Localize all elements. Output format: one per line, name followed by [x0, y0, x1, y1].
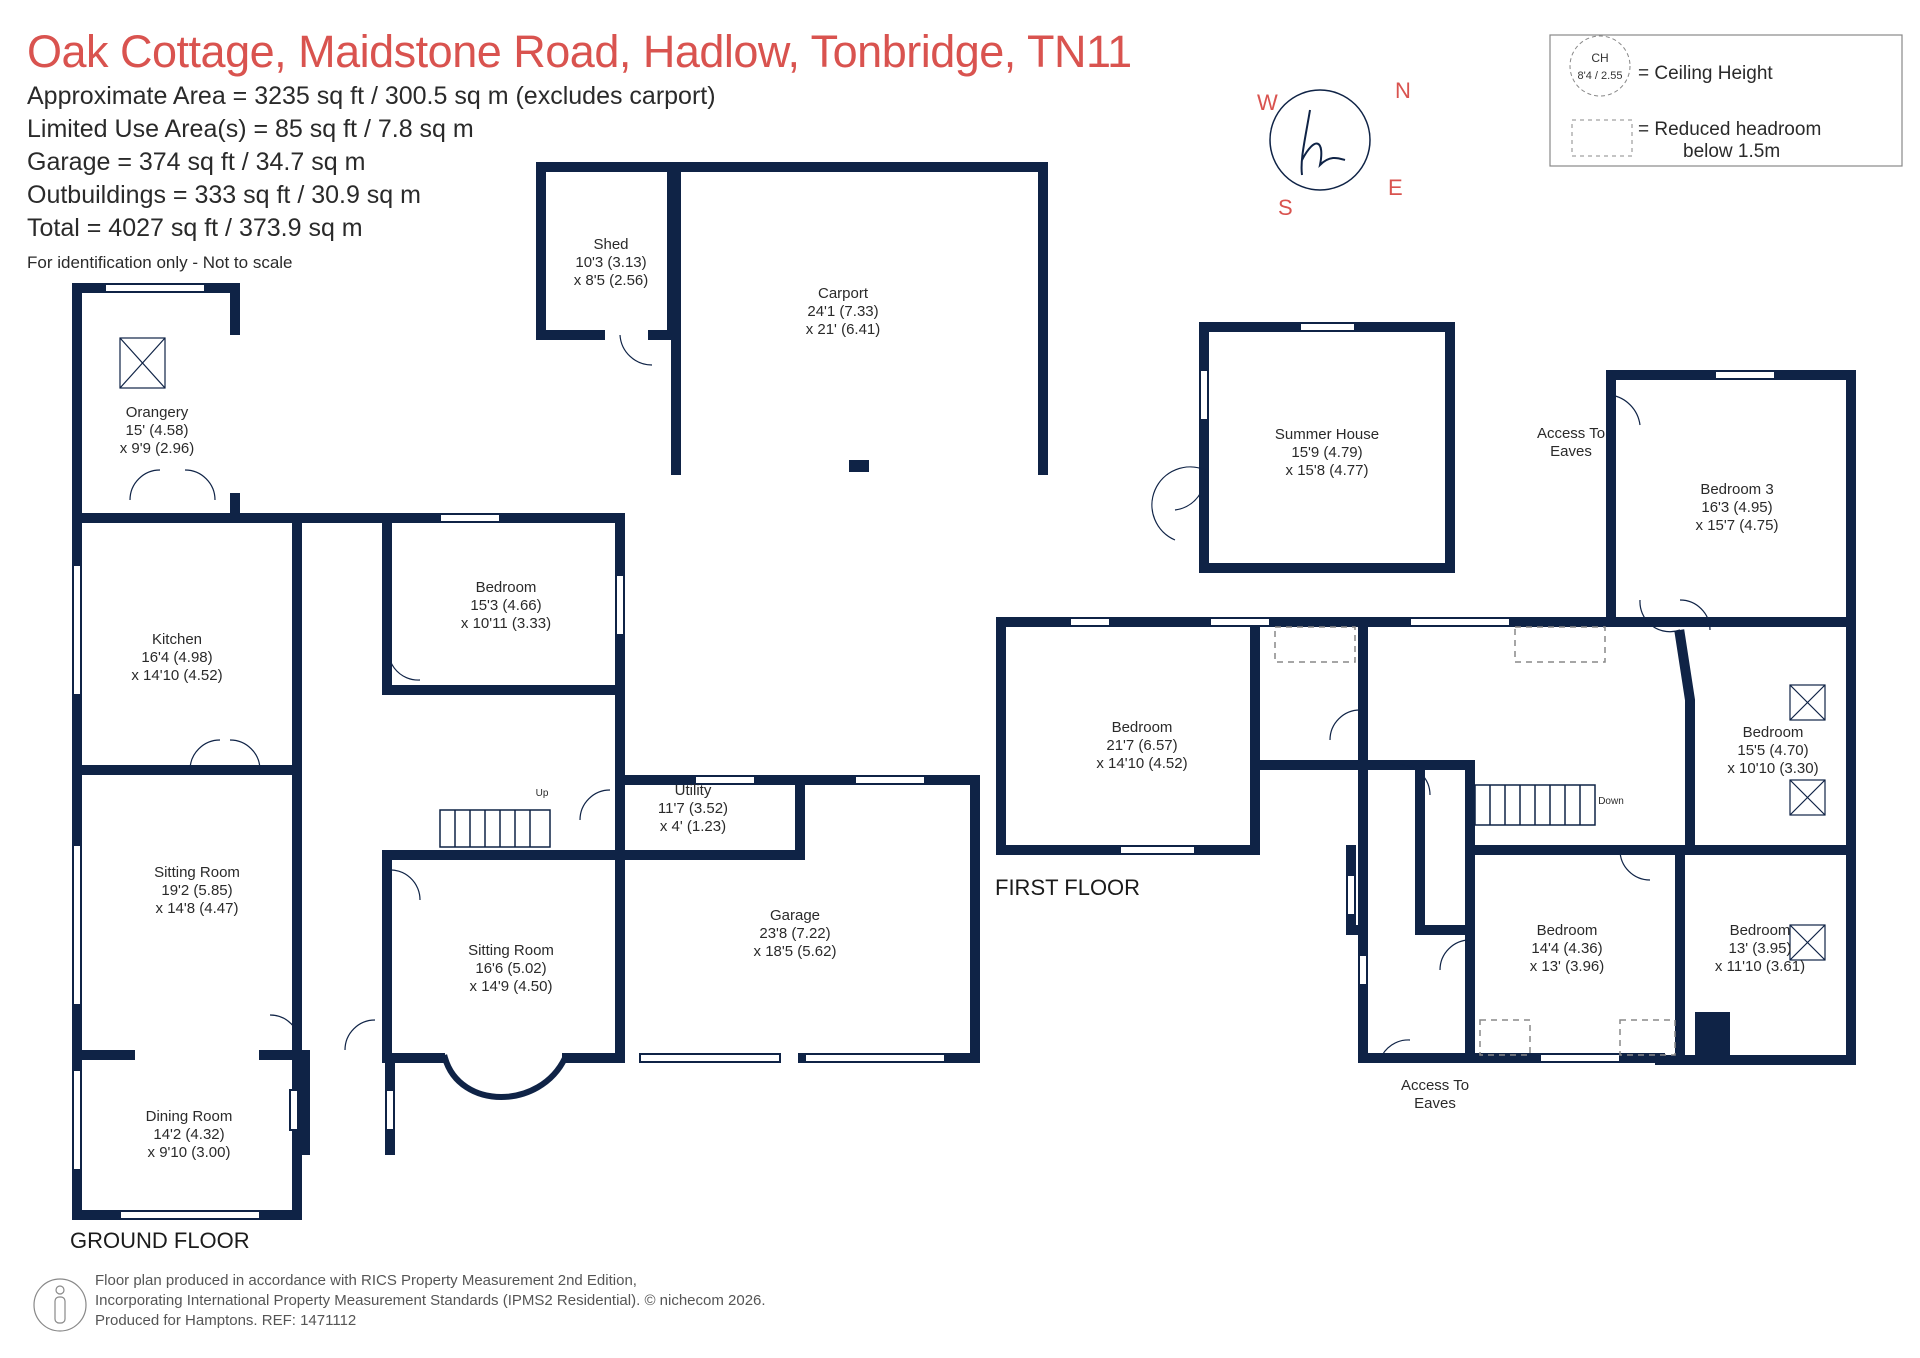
bedroom-ff-1-name: Bedroom [1112, 719, 1173, 736]
shed-name: Shed [593, 236, 628, 253]
orangery-dim-2: x 9'9 (2.96) [120, 440, 195, 457]
reduced-headroom-label-2: below 1.5m [1683, 141, 1780, 162]
bedroom-gf-dim-1: 15'3 (4.66) [470, 597, 541, 614]
kitchen-name: Kitchen [152, 631, 202, 648]
room-labels: Shed 10'3 (3.13) x 8'5 (2.56) Carport 24… [120, 236, 1819, 1161]
sitting-room-2-dim-1: 16'6 (5.02) [475, 960, 546, 977]
reduced-headroom-label: = Reduced headroom [1638, 119, 1821, 140]
footer-line-1: Floor plan produced in accordance with R… [95, 1272, 637, 1289]
reduced-headroom-areas [1274, 626, 1676, 1056]
bedroom-ff-2-dim-2: x 10'10 (3.30) [1727, 760, 1818, 777]
reduced-headroom-icon [1571, 119, 1633, 157]
access-eaves-bottom-1: Access To [1401, 1077, 1469, 1094]
orangery-name: Orangery [126, 404, 189, 421]
kitchen-dim-2: x 14'10 (4.52) [131, 667, 222, 684]
dining-room-dim-1: 14'2 (4.32) [153, 1126, 224, 1143]
compass-w: W [1257, 90, 1278, 115]
garage-stat: Garage = 374 sq ft / 34.7 sq m [27, 148, 366, 176]
bedroom-ff-1-dim-1: 21'7 (6.57) [1106, 737, 1177, 754]
bedroom-ff-4-dim-1: 13' (3.95) [1729, 940, 1792, 957]
stairs-down-label: Down [1598, 796, 1624, 807]
stairs-up-label: Up [536, 788, 549, 799]
total-stat: Total = 4027 sq ft / 373.9 sq m [27, 214, 363, 242]
summer-house-dim-1: 15'9 (4.79) [1291, 444, 1362, 461]
compass-ring [1269, 89, 1371, 191]
footer-note: Floor plan produced in accordance with R… [95, 1271, 766, 1331]
doors [129, 334, 1711, 1061]
outbuildings-stat: Outbuildings = 333 sq ft / 30.9 sq m [27, 181, 421, 209]
first-floor-label: FIRST FLOOR [995, 875, 1141, 900]
bedroom-ff-4-dim-2: x 11'10 (3.61) [1715, 958, 1805, 975]
orangery-dim-1: 15' (4.58) [126, 422, 189, 439]
ceiling-height-icon [1569, 35, 1631, 97]
ground-floor-label: GROUND FLOOR [70, 1228, 250, 1253]
summer-house-name: Summer House [1275, 426, 1379, 443]
page-title: Oak Cottage, Maidstone Road, Hadlow, Ton… [27, 26, 1132, 77]
sitting-room-1-dim-2: x 14'8 (4.47) [156, 900, 239, 917]
bedroom-gf-dim-2: x 10'11 (3.33) [461, 615, 551, 632]
footer-line-3: Produced for Hamptons. REF: 1471112 [95, 1312, 357, 1329]
bedroom-3-dim-2: x 15'7 (4.75) [1696, 517, 1779, 534]
compass-n: N [1395, 78, 1411, 103]
bedroom-3-dim-1: 16'3 (4.95) [1701, 499, 1772, 516]
sitting-room-2-dim-2: x 14'9 (4.50) [470, 978, 553, 995]
skylights [119, 337, 1826, 961]
shed-dim-1: 10'3 (3.13) [575, 254, 646, 271]
ceiling-height-label: = Ceiling Height [1638, 63, 1773, 84]
windows [72, 283, 1776, 1220]
logo-icon [1300, 109, 1346, 176]
access-eaves-top-2: Eaves [1550, 443, 1592, 460]
identification-note: For identification only - Not to scale [27, 253, 293, 272]
utility-dim-1: 11'7 (3.52) [658, 800, 728, 817]
bedroom-ff-1-dim-2: x 14'10 (4.52) [1096, 755, 1187, 772]
sitting-room-1-name: Sitting Room [154, 864, 240, 881]
utility-dim-2: x 4' (1.23) [660, 818, 726, 835]
carport-post [849, 460, 869, 472]
shed-dim-2: x 8'5 (2.56) [574, 272, 649, 289]
garage-dim-1: 23'8 (7.22) [759, 925, 830, 942]
summer-house-dim-2: x 15'8 (4.77) [1286, 462, 1369, 479]
dining-room-name: Dining Room [146, 1108, 233, 1125]
bedroom-gf-name: Bedroom [476, 579, 537, 596]
area-stat: Approximate Area = 3235 sq ft / 300.5 sq… [27, 82, 716, 110]
bedroom-ff-4-name: Bedroom [1730, 922, 1791, 939]
carport-name: Carport [818, 285, 869, 302]
ch-value: 8'4 / 2.55 [1578, 70, 1623, 82]
limited-use-stat: Limited Use Area(s) = 85 sq ft / 7.8 sq … [27, 115, 474, 143]
bedroom-ff-3-dim-1: 14'4 (4.36) [1531, 940, 1602, 957]
access-eaves-top-1: Access To [1537, 425, 1605, 442]
dining-room-dim-2: x 9'10 (3.00) [148, 1144, 231, 1161]
ch-label: CH [1591, 51, 1608, 65]
footer-line-2: Incorporating International Property Mea… [95, 1292, 766, 1309]
sitting-room-1-dim-1: 19'2 (5.85) [161, 882, 232, 899]
carport-dim-2: x 21' (6.41) [806, 321, 881, 338]
bedroom-ff-3-name: Bedroom [1537, 922, 1598, 939]
carport-dim-1: 24'1 (7.33) [807, 303, 878, 320]
stairs [439, 784, 1596, 848]
person-scale-icon [33, 1278, 87, 1332]
chimney-block [1695, 1012, 1730, 1058]
bedroom-ff-2-name: Bedroom [1743, 724, 1804, 741]
bedroom-ff-3-dim-2: x 13' (3.96) [1530, 958, 1605, 975]
legend: CH 8'4 / 2.55 = Ceiling Height = Reduced… [1549, 34, 1903, 167]
sitting-room-2-name: Sitting Room [468, 942, 554, 959]
bedroom-3-name: Bedroom 3 [1700, 481, 1773, 498]
compass-e: E [1388, 175, 1403, 200]
access-eaves-bottom-2: Eaves [1414, 1095, 1456, 1112]
bedroom-ff-2-dim-1: 15'5 (4.70) [1737, 742, 1808, 759]
kitchen-dim-1: 16'4 (4.98) [141, 649, 212, 666]
garage-name: Garage [770, 907, 820, 924]
compass: N E S W [1257, 78, 1411, 220]
legend-box [1549, 34, 1903, 167]
utility-name: Utility [675, 782, 712, 799]
garage-dim-2: x 18'5 (5.62) [754, 943, 837, 960]
compass-s: S [1278, 195, 1293, 220]
